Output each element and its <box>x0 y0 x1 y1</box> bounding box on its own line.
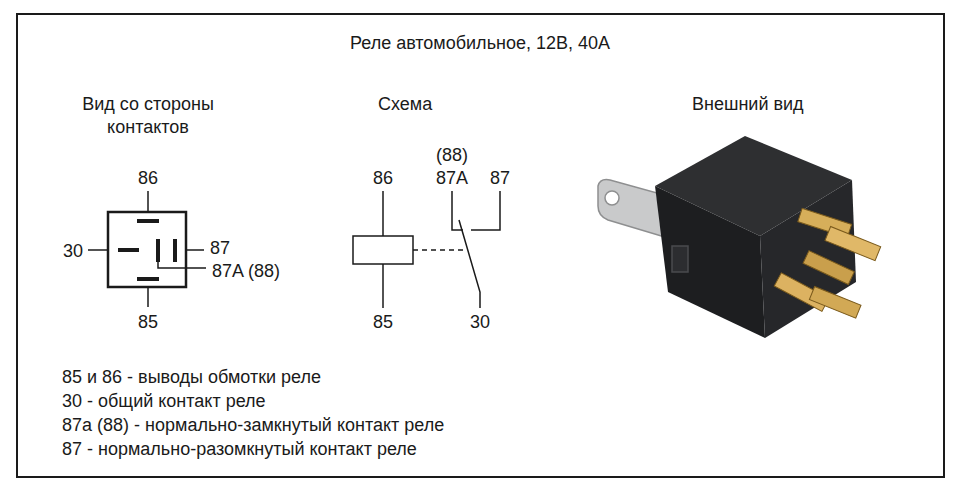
legend-note: 30 - общий контакт реле <box>62 390 266 413</box>
pin-lead <box>88 249 108 251</box>
coil-wire <box>382 191 384 236</box>
section-heading: Схема <box>378 93 432 116</box>
section-heading: Внешний вид <box>692 93 804 116</box>
contact-wire <box>452 191 463 230</box>
pin-name: 85 <box>138 311 158 334</box>
legend-note: 87a (88) - нормально-замкнутый контакт р… <box>62 414 444 437</box>
body-latch <box>672 246 688 272</box>
relay-pin <box>825 227 881 261</box>
contact-wire <box>471 191 500 230</box>
coil-symbol <box>353 236 413 264</box>
section-heading: Вид со стороны контактов <box>58 93 238 139</box>
relay-schematic <box>353 191 500 308</box>
leader-line <box>158 262 206 268</box>
pin-lead <box>147 287 149 307</box>
legend-note: 85 и 86 - выводы обмотки реле <box>62 366 321 389</box>
relay-socket-outline <box>108 212 186 287</box>
pin-slot <box>173 239 177 262</box>
relay-body-front <box>655 186 765 338</box>
coil-wire <box>382 264 384 308</box>
pin-slot <box>137 277 159 281</box>
pin-name: 87 <box>210 237 230 260</box>
pin-lead <box>186 249 204 251</box>
pin-slot <box>156 239 160 262</box>
relay-body-side <box>760 180 856 338</box>
pin-view <box>88 191 206 307</box>
bracket-hole <box>605 191 619 205</box>
relay-pin <box>809 287 861 319</box>
relay-illustration <box>598 136 881 338</box>
pin-name: 87A <box>436 167 468 190</box>
pin-slot <box>118 248 139 252</box>
pin-name: 86 <box>373 167 393 190</box>
pin-name: (88) <box>436 144 468 167</box>
pin-name: 87 <box>490 167 510 190</box>
diagram-title: Реле автомобильное, 12В, 40А <box>350 32 610 55</box>
switch-blade <box>459 220 480 308</box>
pin-name: 85 <box>373 311 393 334</box>
pin-slot <box>137 219 159 223</box>
pin-name: 30 <box>63 240 83 263</box>
outer-frame <box>17 14 944 477</box>
pin-lead <box>147 191 149 212</box>
pin-name: 87A (88) <box>212 260 280 283</box>
mechanical-link <box>413 249 464 251</box>
pin-name: 86 <box>138 167 158 190</box>
relay-pin <box>803 251 854 285</box>
pin-name: 30 <box>470 311 490 334</box>
relay-pins <box>774 208 880 318</box>
legend-note: 87 - нормально-разомкнутый контакт реле <box>62 438 417 461</box>
